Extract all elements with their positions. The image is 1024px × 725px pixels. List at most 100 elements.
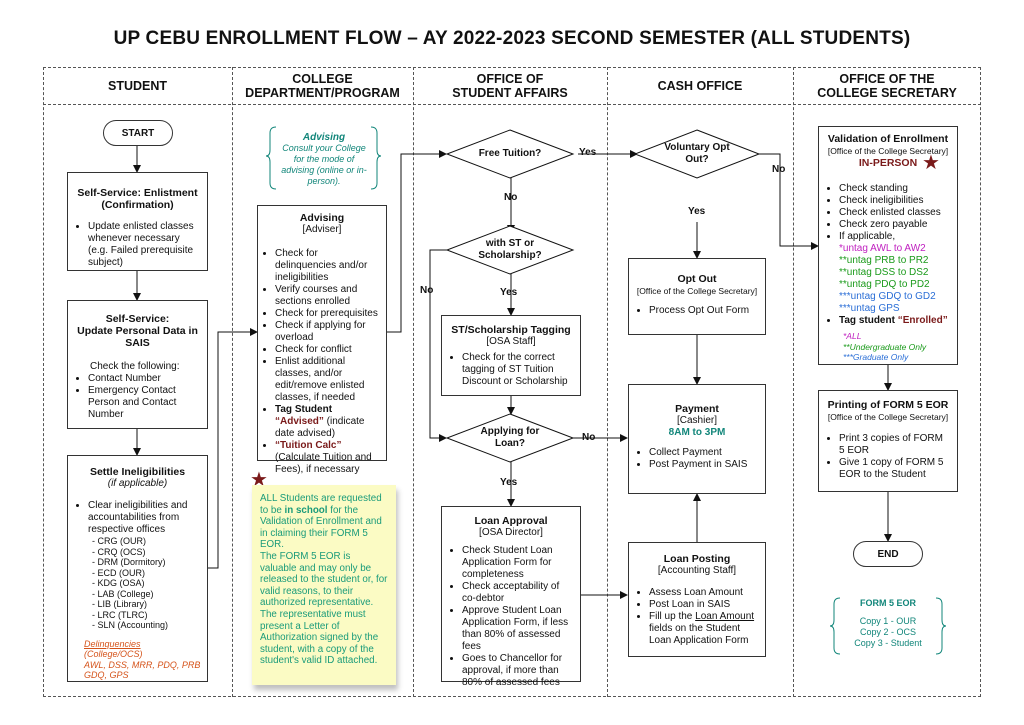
loan-posting-title: Loan Posting	[663, 553, 731, 565]
advising-box: Advising [Adviser] Check for delinquenci…	[257, 205, 387, 475]
untag-item: *untag AWL to AW2	[839, 243, 926, 254]
advising-note-text: Consult your College for the mode of adv…	[281, 143, 367, 186]
decision-opt-out-label: Voluntary Opt Out?	[664, 142, 730, 165]
printing-item: Print 3 copies of FORM 5 EOR	[839, 433, 951, 457]
opt-out-box: Opt Out [Office of the College Secretary…	[628, 258, 766, 335]
st-tagging-box: ST/Scholarship Tagging [OSA Staff] Check…	[441, 315, 581, 396]
office-item: DRM (Dormitory)	[92, 557, 201, 568]
untag-item: ***untag GPS	[839, 303, 900, 314]
validation-mode: IN-PERSON	[858, 157, 918, 169]
edge-ineligibilities-to-advising	[207, 328, 258, 569]
header-separator	[43, 104, 981, 105]
advising-note-brace-right	[370, 126, 382, 190]
advising-title: Advising	[299, 212, 345, 224]
form5-copies: FORM 5 EOR Copy 1 - OUR Copy 2 - OCS Cop…	[842, 598, 934, 649]
start-terminal: START	[103, 120, 173, 146]
payment-item: Post Payment in SAIS	[649, 459, 759, 471]
office-item: SLN (Accounting)	[92, 620, 201, 631]
lane-header-college: COLLEGE DEPARTMENT/PROGRAM	[245, 72, 400, 100]
advising-item: Check if applying for overload	[275, 320, 381, 344]
advising-calc-item: “Tuition Calc” (Calculate Tuition and Fe…	[275, 440, 381, 476]
form5-copy: Copy 3 - Student	[854, 638, 922, 648]
validation-tag-prefix: Tag student	[839, 315, 898, 326]
form5-brace-left	[829, 597, 841, 655]
advising-item: Enlist additional classes, and/or edit/r…	[275, 356, 381, 404]
advising-item: Check for delinquencies and/or ineligibi…	[275, 248, 381, 284]
validation-item: If applicable,	[839, 231, 951, 243]
ineligibilities-title: Settle Ineligibilities	[89, 466, 186, 478]
lane-header-osa: OFFICE OF STUDENT AFFAIRS	[452, 72, 568, 100]
form5-title: FORM 5 EOR	[859, 598, 916, 608]
delinquencies-scope: (College/OCS)	[84, 649, 143, 659]
lane-divider	[413, 67, 414, 697]
edge-advising-to-free-tuition	[387, 150, 447, 333]
page-title: UP CEBU ENROLLMENT FLOW – AY 2022-2023 S…	[113, 28, 911, 49]
edge-label-yes: Yes	[500, 477, 518, 488]
personal-data-item: Emergency Contact Person and Contact Num…	[88, 385, 201, 421]
decision-free-tuition	[445, 129, 575, 179]
validation-legend: *ALL **Undergraduate Only ***Graduate On…	[825, 331, 951, 363]
office-item: LRC (TLRC)	[92, 610, 201, 621]
edge-label-no: No	[504, 192, 518, 203]
office-item: LIB (Library)	[92, 599, 201, 610]
loan-approval-title: Loan Approval	[474, 515, 548, 527]
enlistment-title: Self-Service: Enlistment (Confirmation)	[77, 187, 198, 211]
loan-approval-item: Check Student Loan Application Form for …	[462, 545, 574, 581]
office-item: CRQ (OCS)	[92, 547, 201, 558]
advising-note-title: Advising	[302, 132, 346, 143]
lane-header-cash: CASH OFFICE	[657, 79, 743, 93]
opt-out-subtitle: [Office of the College Secretary]	[636, 286, 758, 296]
loan-posting-box: Loan Posting [Accounting Staff] Assess L…	[628, 542, 766, 657]
advising-note-brace-left	[265, 126, 277, 190]
st-tagging-title: ST/Scholarship Tagging	[451, 324, 571, 336]
loan-posting-subtitle: [Accounting Staff]	[657, 565, 737, 576]
edge-label-no: No	[420, 285, 434, 296]
untag-item: **untag PDQ to PD2	[839, 279, 930, 290]
loan-posting-fill-pre: Fill up the	[649, 611, 696, 622]
validation-box: Validation of Enrollment [Office of the …	[818, 126, 958, 365]
advising-calc-suffix: (Calculate Tuition and Fees), if necessa…	[275, 452, 372, 475]
lane-header-student: STUDENT	[107, 79, 168, 93]
untag-item: ***untag GDQ to GD2	[839, 291, 936, 302]
loan-approval-box: Loan Approval [OSA Director] Check Stude…	[441, 506, 581, 688]
form5-copy: Copy 1 - OUR	[859, 616, 917, 626]
loan-approval-item: Check acceptability of co-debtor	[462, 581, 574, 605]
loan-posting-item: Assess Loan Amount	[649, 587, 759, 599]
decision-free-tuition-label: Free Tuition?	[478, 148, 542, 159]
note-paragraph-1: ALL Students are requested to be in scho…	[260, 493, 388, 551]
validation-subtitle: [Office of the College Secretary]	[827, 146, 949, 156]
ineligibilities-subtitle: (if applicable)	[107, 478, 168, 489]
enlistment-item: Update enlisted classes whenever necessa…	[88, 221, 201, 269]
edge-label-no: No	[582, 432, 596, 443]
personal-data-lead: Check the following:	[90, 361, 180, 372]
advising-tag-suffix: (indicate date advised)	[275, 416, 365, 439]
enlistment-box: Self-Service: Enlistment (Confirmation) …	[67, 172, 208, 271]
swimlane-frame	[43, 67, 981, 697]
advising-calc-value: “Tuition Calc”	[275, 440, 342, 451]
decision-opt-out	[633, 129, 761, 179]
validation-title: Validation of Enrollment	[827, 133, 949, 145]
edge-st-no	[429, 249, 447, 442]
note-p1-pre: ALL Students are requested to be	[260, 493, 382, 516]
printing-box: Printing of FORM 5 EOR [Office of the Co…	[818, 390, 958, 492]
legend-item: ***Graduate Only	[843, 352, 909, 362]
loan-approval-item: Approve Student Loan Application Form, i…	[462, 605, 574, 653]
lane-divider	[607, 67, 608, 697]
lane-divider	[232, 67, 233, 697]
payment-item: Collect Payment	[649, 447, 759, 459]
office-item: KDG (OSA)	[92, 578, 201, 589]
advising-tag-item: Tag Student “Advised” (indicate date adv…	[275, 404, 381, 440]
validation-tag-item: Tag student “Enrolled”	[839, 315, 951, 327]
lane-divider	[793, 67, 794, 697]
payment-subtitle: [Cashier]	[676, 415, 717, 426]
decision-loan-label: Applying for Loan?	[480, 426, 540, 449]
edge-optout-no	[759, 153, 819, 250]
edge-label-yes: Yes	[688, 206, 706, 217]
end-terminal: END	[853, 541, 923, 567]
form5-copy: Copy 2 - OCS	[859, 627, 917, 637]
ineligibilities-box: Settle Ineligibilities (if applicable) C…	[67, 455, 208, 682]
advising-item: Verify courses and sections enrolled	[275, 284, 381, 308]
decision-loan	[445, 413, 575, 463]
validation-item: Check zero payable	[839, 219, 951, 231]
